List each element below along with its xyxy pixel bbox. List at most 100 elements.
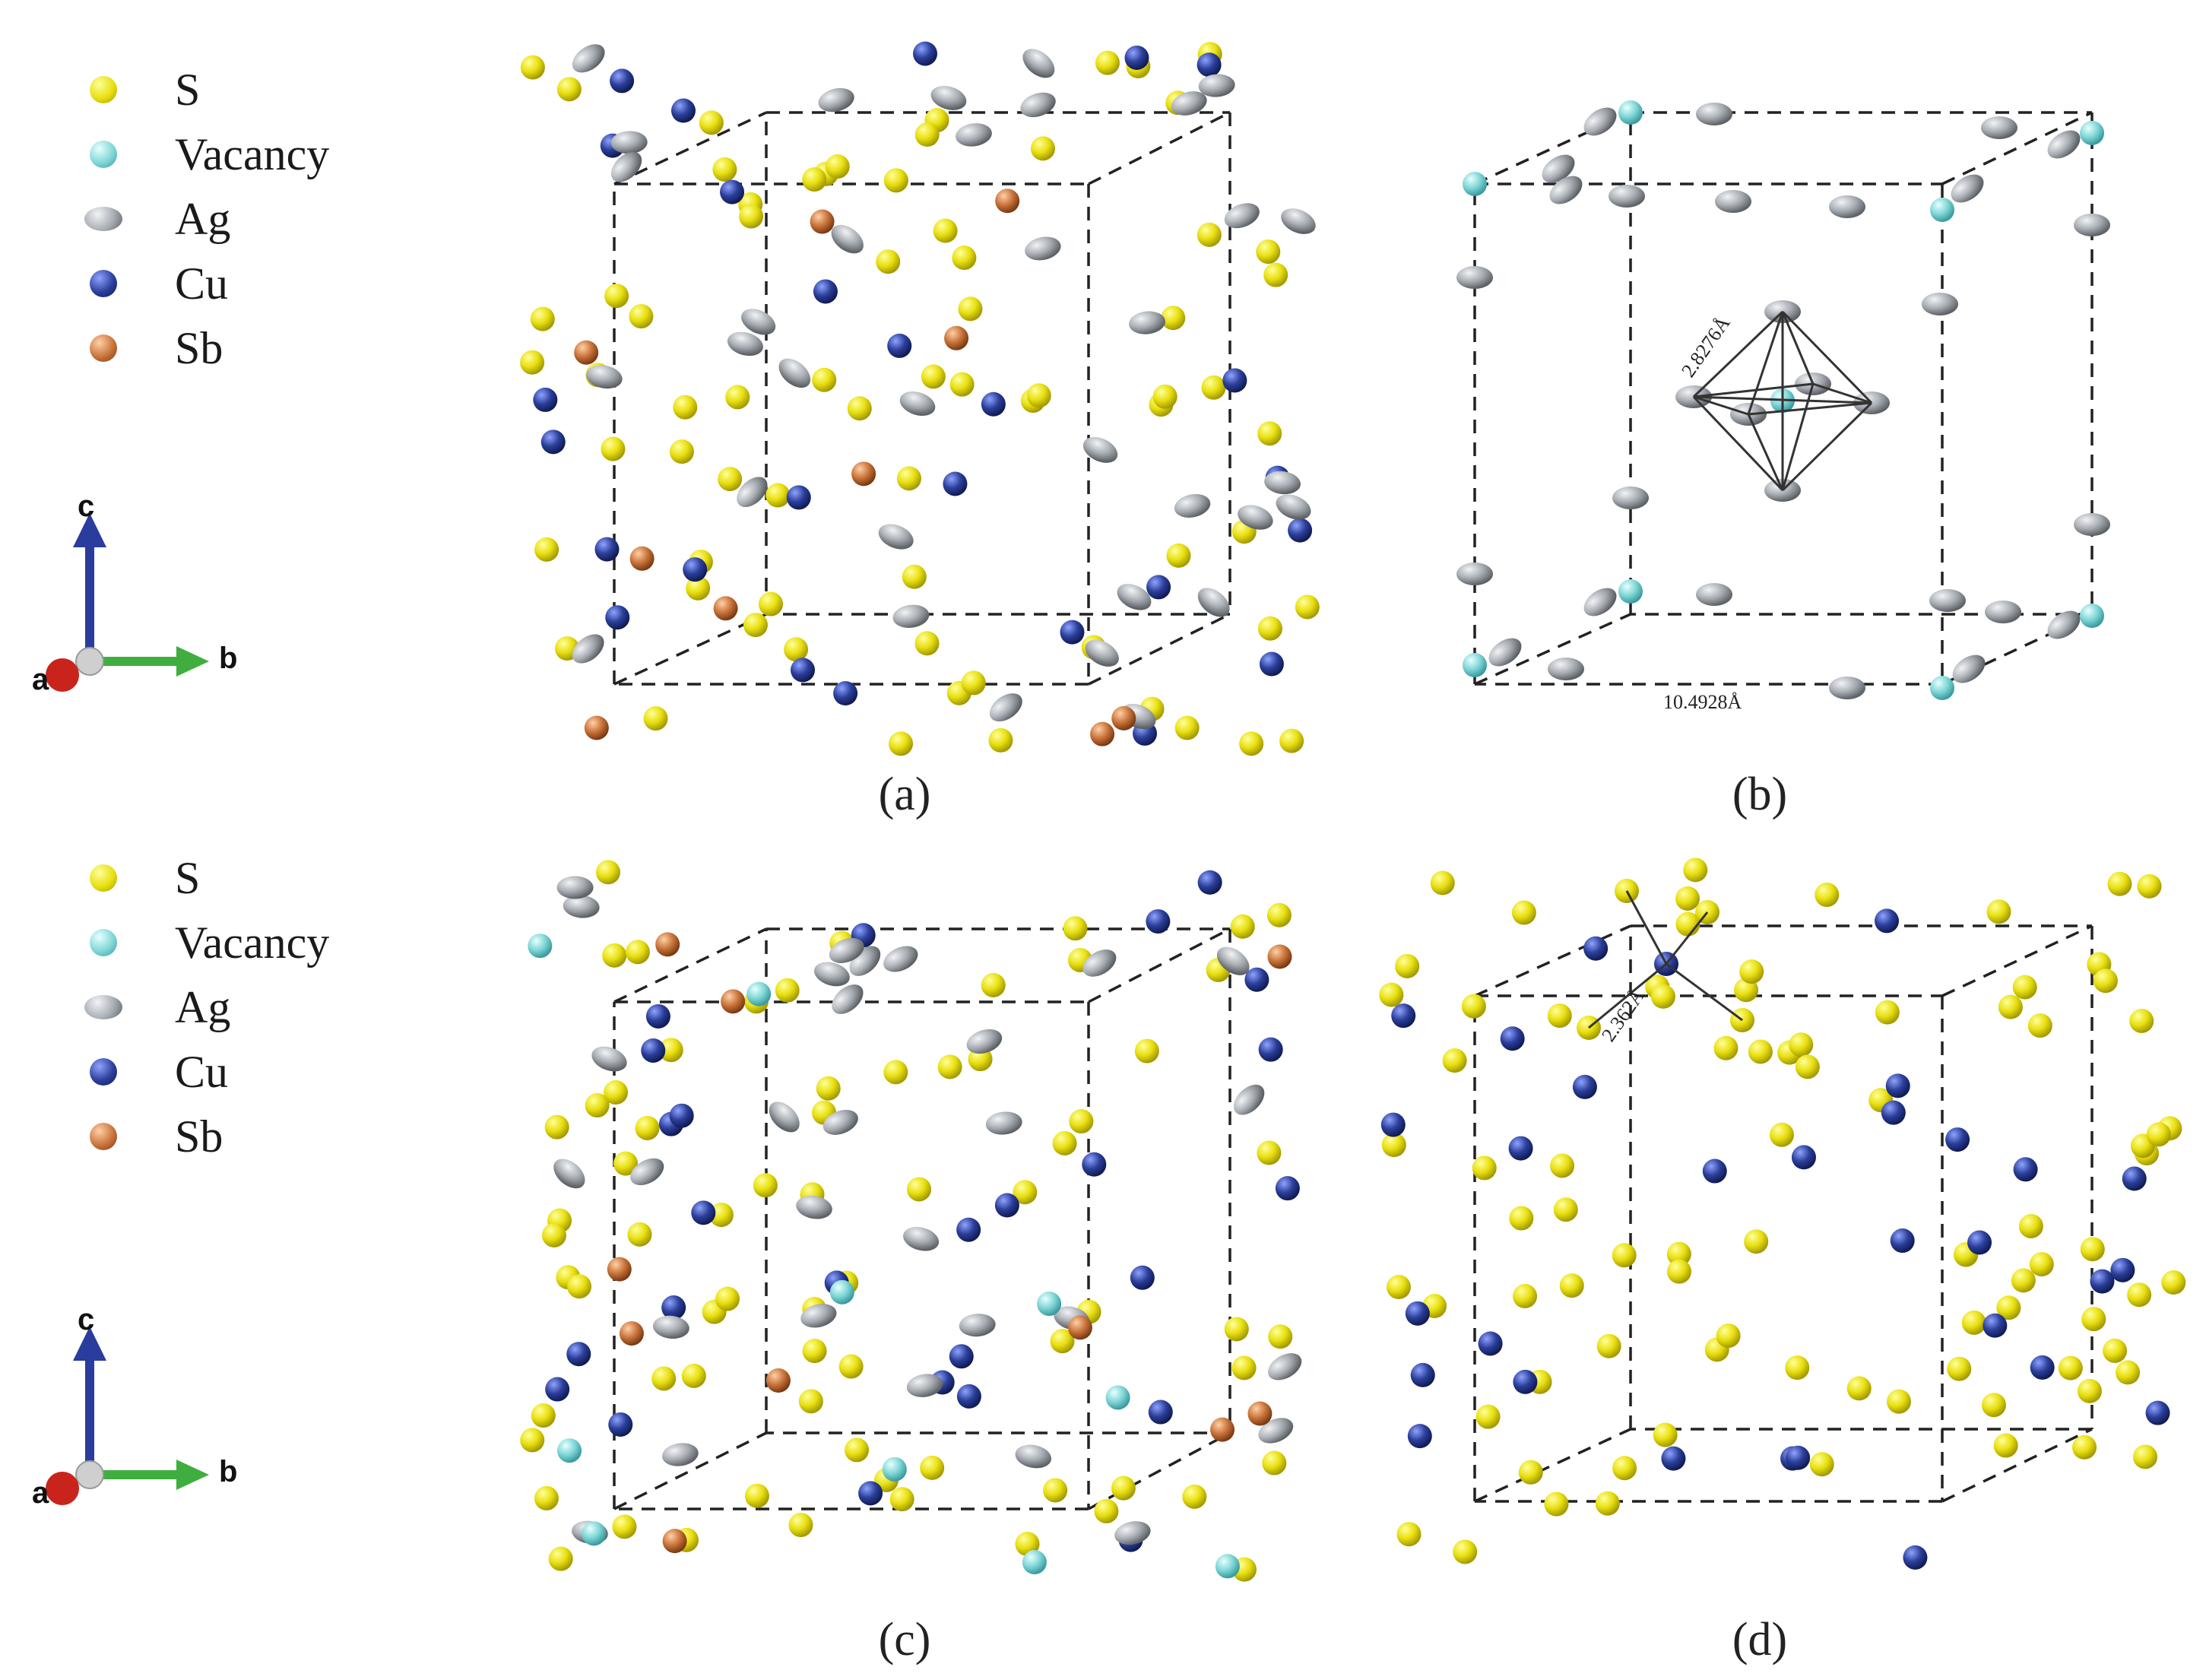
sulfur-atom	[1653, 1422, 1678, 1447]
antimony-atom	[721, 989, 746, 1014]
copper-atom	[887, 333, 912, 358]
vacancy-site	[2080, 121, 2104, 145]
antimony-atom	[765, 1368, 791, 1393]
sulfur-atom	[712, 157, 737, 182]
sulfur-atom	[914, 122, 940, 147]
copper-atom	[1146, 909, 1171, 934]
copper-atom	[2145, 1400, 2170, 1425]
sulfur-atom	[952, 246, 977, 271]
silver-atom-icon	[84, 207, 122, 231]
silver-atom	[883, 946, 918, 972]
sulfur-atom	[784, 637, 809, 662]
legend-label: Vacancy	[175, 918, 330, 968]
sulfur-atom	[1152, 384, 1177, 409]
sulfur-atom	[541, 1222, 566, 1247]
sulfur-atom	[1395, 953, 1420, 978]
copper-atom	[1082, 1152, 1107, 1177]
sulfur-atom	[1279, 728, 1304, 753]
antimony-atom	[1210, 1417, 1235, 1442]
sulfur-atom	[1785, 1355, 1810, 1380]
silver-atom	[727, 331, 763, 357]
sulfur-atom	[1612, 1456, 1637, 1481]
sulfur-atom	[2080, 1237, 2105, 1262]
sulfur-atom	[802, 1339, 827, 1364]
vacancy-site	[1215, 1554, 1240, 1579]
copper-atom	[1875, 908, 1900, 934]
axis-c-label: c	[78, 1303, 95, 1336]
antimony-atom-icon	[90, 1123, 117, 1150]
sulfur-atom	[1809, 1452, 1834, 1477]
vacancy-site	[882, 1457, 907, 1482]
sulfur-atom	[812, 367, 837, 392]
panel-label-d: (d)	[1732, 1614, 1788, 1666]
sulfur-atom	[937, 1054, 962, 1079]
cu-s-bonds	[1588, 890, 1743, 1029]
sulfur-atom	[2103, 1338, 2128, 1363]
copper-atom	[1244, 967, 1269, 992]
sulfur-atom	[1257, 1140, 1282, 1165]
silver-atom	[1082, 436, 1118, 463]
silver-atom	[1268, 1353, 1302, 1380]
silver-atom	[652, 1315, 689, 1339]
silver-atom	[878, 524, 914, 550]
copper-atom	[1478, 1331, 1503, 1356]
sulfur-atom	[2161, 1270, 2186, 1295]
copper-atom	[1786, 1445, 1811, 1470]
silver-atom	[737, 477, 768, 508]
silver-atom	[1233, 1084, 1265, 1115]
sulfur-atom	[1015, 1532, 1040, 1557]
legend-item-vacancy: Vacancy	[76, 124, 471, 185]
sulfur-atom	[1666, 1241, 1691, 1266]
sulfur-atom	[1197, 222, 1222, 247]
sulfur-atom	[681, 1363, 706, 1388]
sulfur-atom	[2029, 1252, 2054, 1277]
copper-atom	[669, 1103, 694, 1128]
sulfur-atom	[520, 55, 545, 80]
sulfur-atom	[920, 1455, 945, 1480]
antimony-atom	[713, 596, 738, 621]
sulfur-atom	[715, 1286, 740, 1311]
sulfur-atom	[1518, 1460, 1543, 1485]
sulfur-atom	[699, 110, 724, 135]
sulfur-atom	[601, 436, 626, 461]
sulfur-atom	[902, 564, 927, 589]
silver-atom	[1197, 588, 1230, 617]
silver-atom	[2047, 130, 2081, 159]
sulfur-atom	[847, 396, 872, 421]
copper-atom	[545, 1377, 570, 1402]
silver-atom	[959, 1314, 996, 1337]
sulfur-atom	[1947, 1356, 1972, 1381]
silver-atom	[741, 309, 776, 335]
sulfur-atom	[1513, 1284, 1538, 1309]
copper-atom	[1945, 1127, 1970, 1152]
sulfur-atom	[2093, 968, 2118, 994]
antimony-atom	[607, 1257, 632, 1282]
sulfur-atom	[604, 284, 629, 309]
copper-atom	[671, 98, 696, 123]
silver-atom	[662, 1443, 699, 1466]
sulfur-atom	[1739, 959, 1764, 984]
copper-atom	[1197, 52, 1222, 78]
octahedron-polyhedron	[1692, 310, 1873, 492]
copper-atom	[833, 681, 858, 706]
copper-atom	[1222, 368, 1247, 393]
sulfur-atom	[2018, 1213, 2043, 1238]
copper-atom	[1380, 1112, 1406, 1137]
antimony-atom	[619, 1321, 644, 1346]
silver-atom	[1952, 655, 1986, 683]
sulfur-atom	[658, 1038, 683, 1063]
antimony-atom	[851, 461, 876, 487]
sulfur-atom	[1559, 1273, 1584, 1298]
vacancy-site	[1022, 1550, 1047, 1575]
vacancy-site	[582, 1521, 607, 1546]
copper-atom	[1983, 1313, 2008, 1338]
sulfur-atom	[1544, 1491, 1569, 1517]
vacancy-site	[1930, 198, 1954, 222]
sulfur-atom	[1461, 994, 1486, 1019]
sulfur-atom	[1683, 857, 1708, 883]
sulfur-atom	[739, 204, 764, 229]
sulfur-atom	[1886, 1389, 1911, 1414]
panel-label-b: (b)	[1732, 769, 1788, 820]
copper-atom	[813, 279, 838, 304]
silver-atom	[1129, 311, 1165, 334]
